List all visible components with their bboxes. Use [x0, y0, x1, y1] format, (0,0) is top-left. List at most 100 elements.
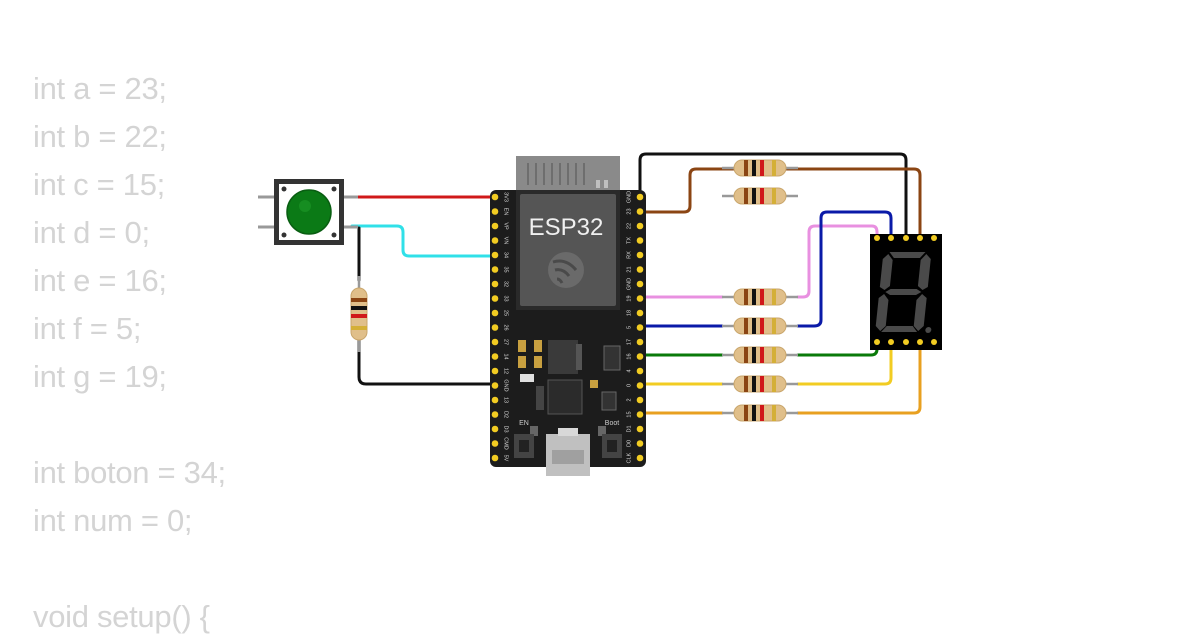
pin-left-14[interactable]: [491, 353, 499, 360]
pin-left-d2[interactable]: [491, 411, 499, 418]
pin-left-26[interactable]: [491, 324, 499, 331]
code-line: int a = 23;: [33, 71, 167, 106]
pin-right-clk[interactable]: [636, 454, 644, 462]
pin-label: 4: [626, 369, 632, 372]
pin-left-13[interactable]: [491, 396, 499, 404]
pin-label: 21: [626, 266, 632, 272]
pin-right-gnd[interactable]: [636, 280, 644, 288]
pin-left-vn[interactable]: [491, 237, 499, 244]
resistor-pulldown[interactable]: [349, 274, 369, 354]
resistor-seg-yellow[interactable]: [720, 374, 800, 394]
en-label: EN: [519, 420, 529, 427]
display-pins: [874, 235, 937, 345]
wire-navy[interactable]: [638, 210, 893, 328]
seven-segment-display[interactable]: [870, 234, 942, 350]
code-line: int f = 5;: [33, 311, 142, 346]
pin-label: 35: [503, 266, 509, 272]
pin-label: 27: [503, 339, 509, 345]
pin-right-16[interactable]: [636, 353, 644, 360]
pin-right-5[interactable]: [636, 324, 644, 331]
resistor-seg-navy[interactable]: [720, 316, 800, 336]
pin-left-3v3[interactable]: [491, 193, 499, 201]
pin-left-en[interactable]: [491, 208, 499, 215]
pin-right-0[interactable]: [636, 382, 644, 389]
pin-right-22[interactable]: [636, 222, 644, 230]
pin-label: 13: [503, 397, 509, 403]
pin-left-25[interactable]: [491, 309, 499, 317]
pin-left-12[interactable]: [491, 367, 499, 375]
pin-left-35[interactable]: [491, 266, 499, 273]
pin-right-15[interactable]: [636, 411, 644, 418]
pin-left-vp[interactable]: [491, 222, 499, 230]
wire-cyan[interactable]: [350, 224, 497, 258]
pin-label: TX: [626, 237, 632, 244]
pin-label: 33: [503, 295, 509, 301]
pin-label: 23: [626, 208, 632, 214]
pin-right-4[interactable]: [636, 367, 644, 375]
pin-right-21[interactable]: [636, 266, 644, 273]
pin-label: 25: [503, 310, 509, 316]
code-line: void setup() {: [33, 599, 210, 634]
pin-left-5v[interactable]: [491, 454, 499, 462]
wire-pink[interactable]: [638, 224, 879, 299]
pin-label: 34: [503, 252, 509, 258]
pin-right-18[interactable]: [636, 309, 644, 317]
pin-right-2[interactable]: [636, 396, 644, 404]
pin-label: RX: [626, 251, 632, 259]
pin-right-d1[interactable]: [636, 425, 644, 433]
code-line: int boton = 34;: [33, 455, 226, 490]
esp32-label: ESP32: [529, 214, 604, 241]
code-line: int g = 19;: [33, 359, 167, 394]
code-line: int d = 0;: [33, 215, 150, 250]
display-segments: [875, 252, 932, 333]
left-pin-header: 3V3ENVPVN343532332526271412GND13D2D3CMD5…: [491, 192, 509, 462]
wire-black-gnd[interactable]: [357, 328, 497, 386]
pin-label: 12: [503, 368, 509, 374]
pin-right-rx[interactable]: [636, 251, 644, 259]
boot-label: Boot: [605, 420, 619, 427]
pin-label: 5: [626, 326, 632, 329]
board-components: [518, 340, 621, 436]
pin-right-19[interactable]: [636, 295, 644, 302]
pin-label: 32: [503, 281, 509, 287]
pin-right-23[interactable]: [636, 208, 644, 215]
pin-right-17[interactable]: [636, 338, 644, 346]
resistor-unused-2[interactable]: [720, 186, 800, 206]
pin-left-cmd[interactable]: [491, 440, 499, 447]
esp32-board[interactable]: ESP32 EN Boot: [490, 156, 646, 476]
pin-left-32[interactable]: [491, 280, 499, 288]
wire-orange[interactable]: [638, 340, 922, 415]
espressif-logo-icon: [548, 252, 584, 288]
wire-yellow[interactable]: [638, 340, 893, 386]
wire-brown[interactable]: [638, 167, 922, 240]
pin-label: 3V3: [503, 192, 509, 202]
pin-left-gnd[interactable]: [491, 382, 499, 389]
push-button[interactable]: [258, 179, 358, 245]
pin-label: CLK: [626, 452, 632, 463]
resistor-seg-pink[interactable]: [720, 287, 800, 307]
pin-label: 18: [626, 310, 632, 316]
usb-port: [546, 428, 590, 476]
pin-label: GND: [626, 191, 632, 203]
pin-right-gnd[interactable]: [636, 193, 644, 201]
pin-label: EN: [503, 208, 509, 216]
resistor-seg-orange[interactable]: [720, 403, 800, 423]
wire-black-top[interactable]: [638, 152, 908, 240]
resistor-seg-green[interactable]: [720, 345, 800, 365]
pin-label: CMD: [503, 437, 509, 450]
pin-label: 16: [626, 353, 632, 359]
pin-label: VP: [503, 222, 509, 230]
pin-left-d3[interactable]: [491, 425, 499, 433]
pin-right-tx[interactable]: [636, 237, 644, 244]
pin-label: 5V: [503, 455, 509, 462]
pin-left-27[interactable]: [491, 338, 499, 346]
pin-left-33[interactable]: [491, 295, 499, 302]
pin-label: 22: [626, 223, 632, 229]
pin-right-d0[interactable]: [636, 440, 644, 447]
code-editor-background: int a = 23;int b = 22;int c = 15;int d =…: [33, 65, 226, 641]
pin-label: VN: [503, 237, 509, 245]
resistor-unused-top[interactable]: [720, 158, 800, 178]
pin-label: 14: [503, 353, 509, 359]
pin-left-34[interactable]: [491, 251, 499, 259]
